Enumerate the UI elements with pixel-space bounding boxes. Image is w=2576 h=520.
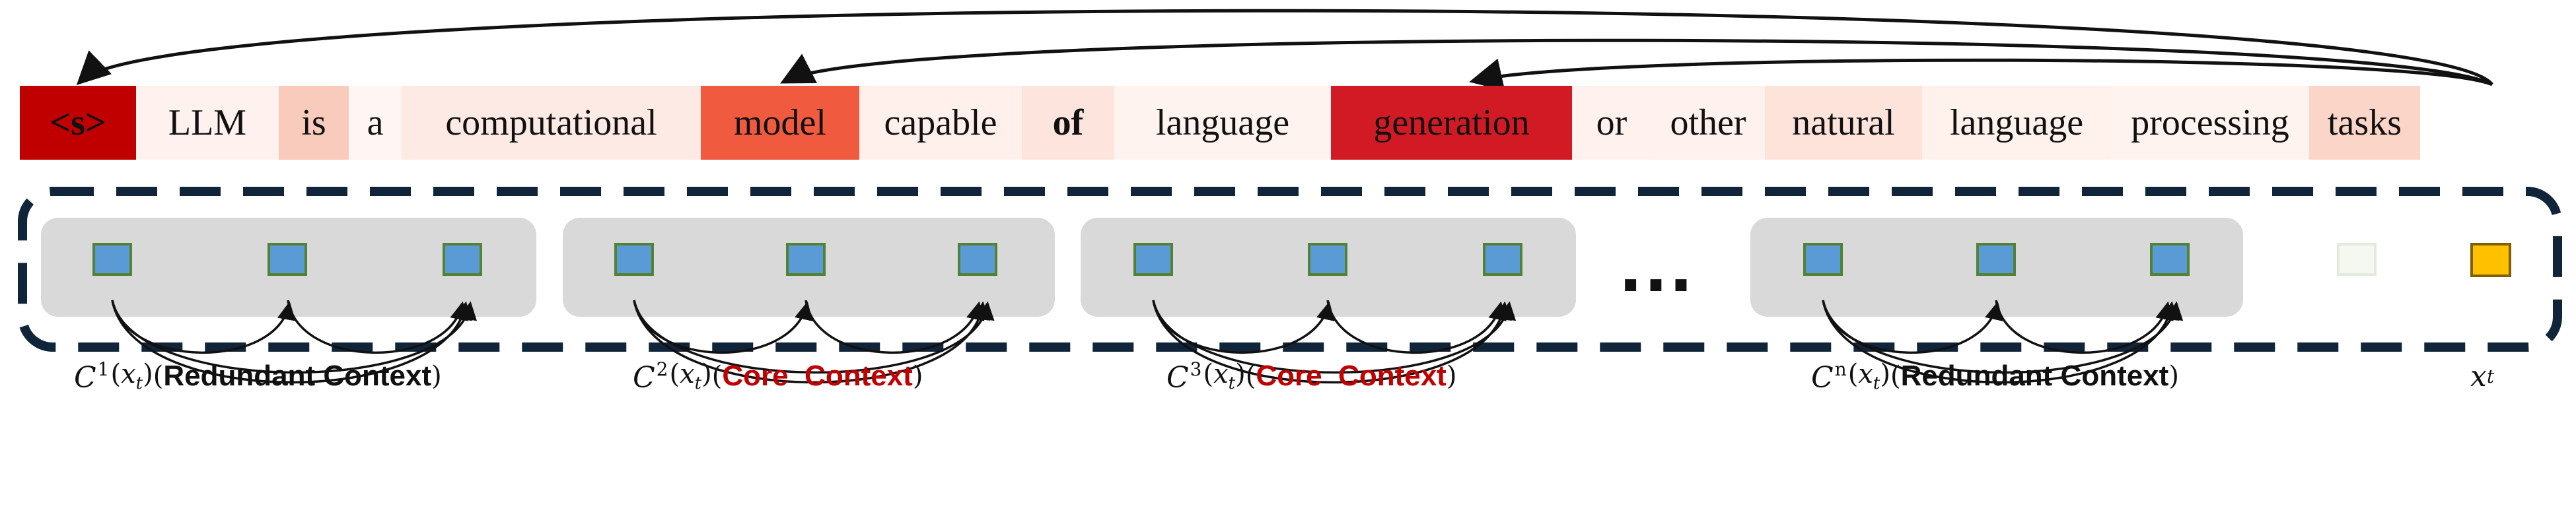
token: capable [859, 86, 1022, 160]
token: LLM [136, 86, 279, 160]
token: a [349, 86, 402, 160]
token: is [279, 86, 349, 160]
token: generation [1331, 86, 1572, 160]
arc-tasks-to-generation [1469, 58, 2493, 91]
kv-cell [614, 243, 654, 276]
token: natural [1765, 86, 1922, 160]
dashed-border [18, 187, 2562, 352]
token: computational [402, 86, 701, 160]
chunk-label: Cn (xt) (Redundant Context) [1811, 358, 2179, 395]
token: tasks [2309, 86, 2420, 160]
chunk-label: C2 (xt) (Core Context) [633, 358, 923, 395]
kv-cell [92, 243, 132, 276]
token: model [701, 86, 859, 160]
kv-cell [2150, 243, 2190, 276]
token: or [1572, 86, 1651, 160]
token: processing [2111, 86, 2309, 160]
ellipsis: … [1616, 220, 1699, 308]
arc-tasks-to-model [780, 38, 2493, 86]
chunk-label: C3 (xt) (Core Context) [1166, 358, 1457, 395]
token: language [1114, 86, 1331, 160]
token: language [1922, 86, 2111, 160]
chunk-label: C1 (xt) (Redundant Context) [74, 358, 442, 395]
long-range-attention-arcs [76, 9, 2493, 91]
kv-cell [1308, 243, 1347, 276]
kv-cell [1483, 243, 1522, 276]
faded-kv-cell [2337, 243, 2377, 276]
kv-cell [1133, 243, 1173, 276]
token-sequence: <s> LLM is a computational model capable… [20, 86, 2420, 160]
kv-cell [1803, 243, 1843, 276]
kv-cell [958, 243, 997, 276]
token: other [1651, 86, 1765, 160]
kv-cell [1976, 243, 2016, 276]
token: of [1022, 86, 1114, 160]
token: <s> [20, 86, 136, 160]
kv-cell [443, 243, 482, 276]
current-token-cell [2470, 243, 2511, 277]
kv-cell [268, 243, 307, 276]
kv-cell [786, 243, 826, 276]
arc-tasks-to-start-token [76, 9, 2493, 86]
